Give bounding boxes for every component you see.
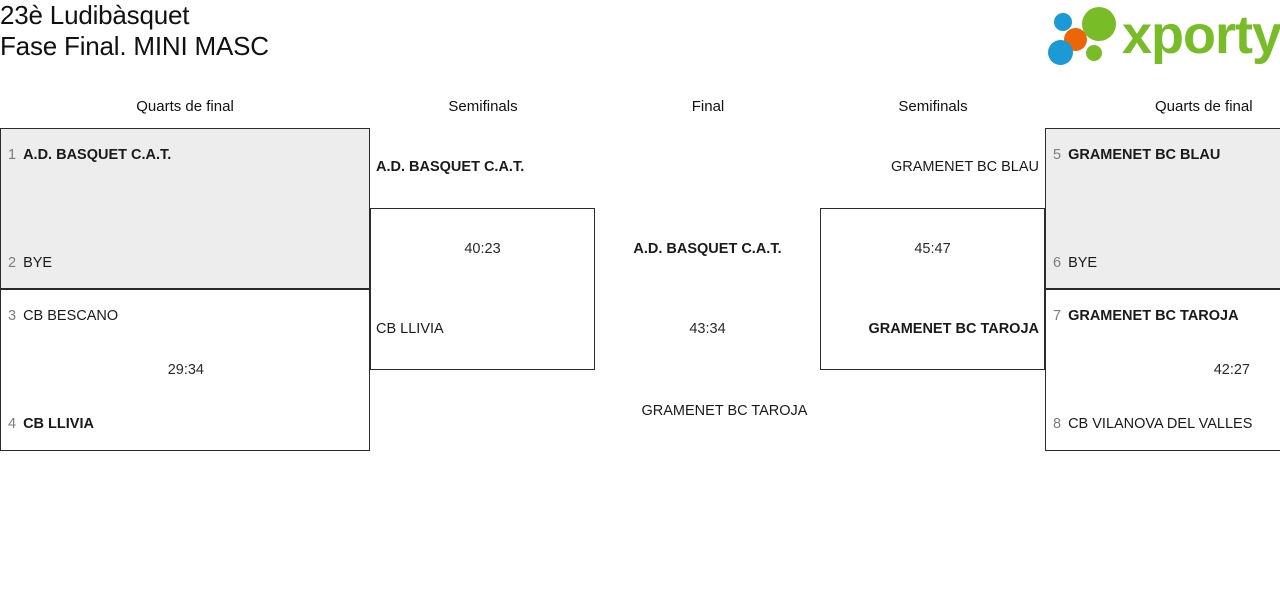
xporty-logo[interactable]: xporty [1048,4,1280,68]
qf-left-1-top-team: A.D. BASQUET C.A.T. [23,147,172,163]
round-header-final: Final [691,98,725,115]
round-header-semifinals-left: Semifinals [448,98,518,115]
page-title: 23è Ludibàsquet Fase Final. MINI MASC [0,0,700,62]
final-bottom-team[interactable]: GRAMENET BC TAROJA [641,403,808,419]
logo-dots-icon [1048,7,1126,65]
logo-dot-blue-small-icon [1054,13,1072,31]
qf-right-1-bottom-team: BYE [1068,255,1098,271]
qf-right-2-bottom-entry[interactable]: 8 CB VILANOVA DEL VALLES [1053,415,1280,434]
tournament-name: 23è Ludibàsquet [0,0,190,30]
final-score: 43:34 [689,321,726,337]
qf-left-2-bottom-seed: 4 [8,416,17,432]
qf-left-2-top-seed: 3 [8,308,17,324]
qf-right-1-top-entry[interactable]: 5 GRAMENET BC BLAU [1053,146,1280,165]
round-header-semifinals-right: Semifinals [898,98,968,115]
sf-right-top-team[interactable]: GRAMENET BC BLAU [891,159,1039,175]
round-header-quarterfinals-right: Quarts de final [1155,98,1253,115]
sf-right-score: 45:47 [914,241,951,257]
round-header-quarterfinals-left: Quarts de final [136,98,234,115]
logo-dot-green-large-icon [1082,7,1116,41]
qf-left-2-score: 29:34 [167,362,204,378]
logo-dot-green-small-icon [1086,45,1102,61]
match-box-qf-right-1[interactable] [1045,128,1280,289]
qf-left-1-bottom-team: BYE [23,255,53,271]
qf-left-2-bottom-team: CB LLIVIA [23,416,94,432]
match-box-qf-right-2[interactable] [1045,289,1280,451]
qf-right-2-bottom-seed: 8 [1053,416,1062,432]
qf-left-2-bottom-entry[interactable]: 4 CB LLIVIA [8,415,358,434]
qf-left-1-top-seed: 1 [8,147,17,163]
qf-left-2-top-team: CB BESCANO [23,308,119,324]
qf-right-1-bottom-seed: 6 [1053,255,1062,271]
qf-right-2-bottom-team: CB VILANOVA DEL VALLES [1068,416,1253,432]
sf-left-bottom-team[interactable]: CB LLIVIA [376,321,444,337]
tournament-phase: Fase Final. MINI MASC [0,31,269,61]
qf-right-2-score: 42:27 [1213,362,1250,378]
qf-right-2-top-seed: 7 [1053,308,1062,324]
sf-left-top-team[interactable]: A.D. BASQUET C.A.T. [376,159,525,175]
match-box-sf-right[interactable] [820,208,1045,370]
qf-left-1-bottom-entry[interactable]: 2 BYE [8,254,358,273]
match-box-qf-left-1[interactable] [0,128,370,289]
qf-right-1-top-seed: 5 [1053,147,1062,163]
sf-right-bottom-team[interactable]: GRAMENET BC TAROJA [868,321,1039,337]
qf-left-1-bottom-seed: 2 [8,255,17,271]
qf-right-2-top-team: GRAMENET BC TAROJA [1068,308,1239,324]
match-box-qf-left-2[interactable] [0,289,370,451]
logo-dot-blue-large-icon [1048,40,1073,65]
qf-right-1-bottom-entry[interactable]: 6 BYE [1053,254,1280,273]
qf-right-2-top-entry[interactable]: 7 GRAMENET BC TAROJA [1053,307,1280,326]
qf-left-1-top-entry[interactable]: 1 A.D. BASQUET C.A.T. [8,146,358,165]
sf-left-score: 40:23 [464,241,501,257]
qf-right-1-top-team: GRAMENET BC BLAU [1068,147,1221,163]
final-top-team[interactable]: A.D. BASQUET C.A.T. [633,241,782,257]
match-box-sf-left[interactable] [370,208,595,370]
logo-wordmark: xporty [1122,5,1280,65]
qf-left-2-top-entry[interactable]: 3 CB BESCANO [8,307,358,326]
